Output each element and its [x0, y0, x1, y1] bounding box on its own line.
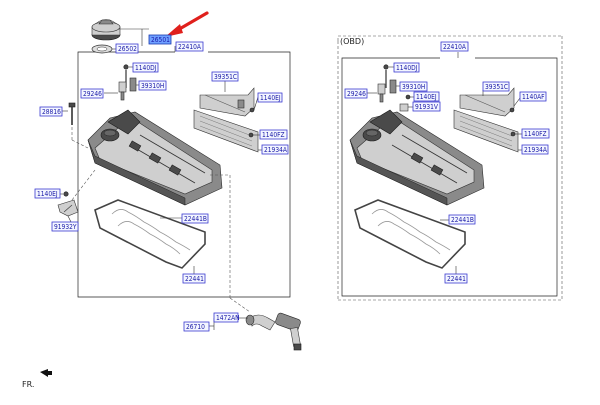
svg-text:1140EJ: 1140EJ: [260, 94, 281, 102]
svg-text:91931V: 91931V: [415, 103, 439, 111]
bracket-icon: [459, 87, 515, 117]
svg-text:1140FZ: 1140FZ: [524, 130, 547, 138]
part-label[interactable]: 26710: [183, 321, 210, 332]
pcv-valve-icon: [275, 312, 302, 351]
right-panel: [337, 35, 563, 301]
clip-icon: [57, 199, 79, 217]
part-label[interactable]: 1472AN: [213, 312, 240, 323]
cover-gasket-icon: [354, 199, 466, 269]
svg-text:28816: 28816: [42, 108, 61, 116]
svg-text:22441B: 22441B: [451, 216, 474, 224]
baffle-plate-icon: [193, 109, 259, 153]
svg-text:22410A: 22410A: [443, 43, 467, 51]
part-label[interactable]: 29246: [80, 88, 104, 99]
part-label[interactable]: 29246: [344, 88, 368, 99]
left-panel: [57, 11, 302, 351]
part-label[interactable]: 1140DJ: [132, 62, 159, 73]
svg-text:29246: 29246: [83, 90, 102, 98]
cylinder-head-cover-icon: [87, 109, 223, 206]
right-panel-frame: [341, 57, 558, 297]
svg-text:22410A: 22410A: [178, 43, 202, 51]
svg-text:29246: 29246: [347, 90, 366, 98]
part-label[interactable]: 22441B: [448, 214, 476, 225]
right-labels: (OBD) 22410A 1140DJ 39310H 29246 1140EJ …: [340, 37, 550, 284]
left-panel-frame: [77, 51, 291, 298]
front-direction-marker: FR.: [22, 369, 52, 389]
svg-text:22441: 22441: [447, 275, 466, 283]
part-label[interactable]: 22410A: [440, 41, 469, 52]
front-marker-label: FR.: [22, 380, 34, 389]
part-label[interactable]: 1140EJ: [34, 188, 61, 199]
svg-text:39351C: 39351C: [214, 73, 237, 81]
part-label[interactable]: 39310H: [399, 81, 428, 92]
cap-gasket-icon: [91, 44, 113, 54]
part-label[interactable]: 39310H: [138, 80, 167, 91]
part-label[interactable]: 91932Y: [51, 221, 79, 232]
svg-text:22441: 22441: [185, 275, 204, 283]
svg-text:39310H: 39310H: [402, 83, 425, 91]
svg-text:1140DJ: 1140DJ: [396, 64, 418, 72]
svg-text:39310H: 39310H: [141, 82, 164, 90]
cylinder-head-cover-icon: [349, 109, 485, 206]
part-label[interactable]: 21934A: [521, 144, 549, 155]
part-label[interactable]: 39351C: [211, 71, 239, 82]
part-label[interactable]: 1140FZ: [521, 128, 550, 139]
svg-text:1140EJ: 1140EJ: [37, 190, 58, 198]
svg-text:26710: 26710: [186, 323, 205, 331]
part-label[interactable]: 28816: [39, 106, 63, 117]
bracket-icon: [199, 87, 255, 117]
oil-filler-cap-icon: [91, 19, 121, 41]
part-label[interactable]: 39351C: [482, 81, 510, 92]
part-label[interactable]: 22441: [444, 273, 468, 284]
svg-text:22441B: 22441B: [184, 215, 207, 223]
cover-gasket-icon: [94, 199, 206, 269]
pcv-hose-icon: [245, 314, 276, 331]
svg-text:21934A: 21934A: [264, 146, 288, 154]
part-label[interactable]: 26502: [115, 43, 139, 54]
front-arrow-icon: [40, 369, 52, 377]
svg-text:1140EJ: 1140EJ: [416, 93, 437, 101]
part-label[interactable]: 1140FZ: [259, 129, 288, 140]
svg-text:1472AN: 1472AN: [216, 314, 240, 322]
part-label[interactable]: 1140EJ: [257, 92, 283, 103]
part-label[interactable]: 22410A: [175, 41, 204, 52]
front-bolt-icon: [68, 102, 76, 125]
left-labels: 26501 26502 22410A 1140DJ 39310H 29246 3…: [34, 34, 289, 332]
svg-text:26501: 26501: [151, 36, 170, 44]
part-label[interactable]: 1140AF: [519, 91, 547, 102]
part-label[interactable]: 26501: [148, 34, 172, 45]
part-label[interactable]: 1140EJ: [413, 91, 440, 102]
svg-text:26502: 26502: [118, 45, 137, 53]
part-label[interactable]: 1140DJ: [393, 62, 420, 73]
part-label[interactable]: 91931V: [412, 101, 441, 112]
svg-text:91932Y: 91932Y: [54, 223, 77, 231]
red-arrow-icon: [165, 11, 209, 37]
svg-text:21934A: 21934A: [524, 146, 548, 154]
svg-text:1140DJ: 1140DJ: [135, 64, 157, 72]
svg-text:1140FZ: 1140FZ: [262, 131, 285, 139]
part-label[interactable]: 22441: [182, 273, 206, 284]
part-label[interactable]: 22441B: [181, 213, 209, 224]
cam-sensor-icon: [118, 77, 137, 101]
part-label[interactable]: 21934A: [261, 144, 289, 155]
obd-label: (OBD): [340, 37, 364, 46]
svg-text:39351C: 39351C: [485, 83, 508, 91]
right-panel-outer-frame-top: [337, 35, 562, 41]
svg-text:1140AF: 1140AF: [522, 93, 545, 101]
